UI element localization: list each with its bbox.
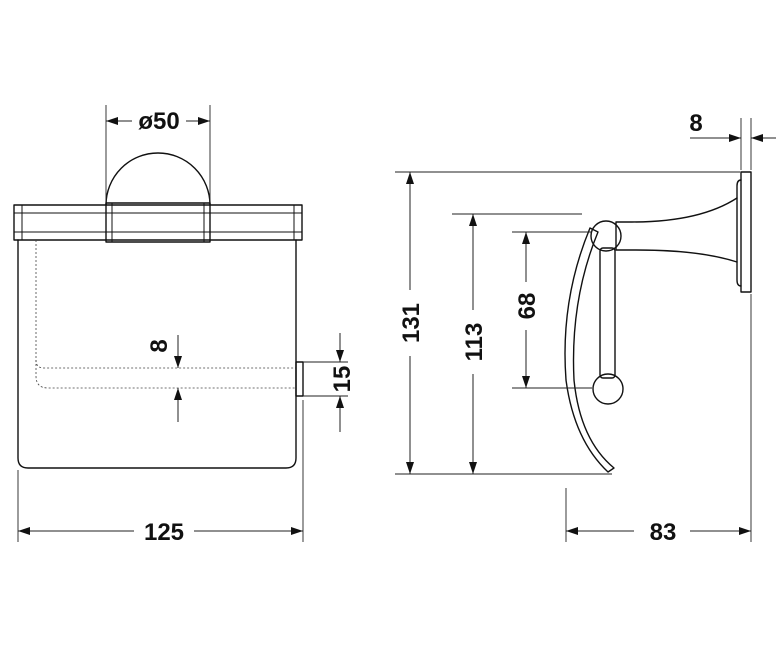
cover-plate (17, 239, 297, 469)
rosette-dome (105, 152, 211, 206)
dim-label-pin-gap: 8 (146, 339, 173, 352)
holder-arm (615, 197, 738, 263)
holder-top-bar (13, 204, 303, 241)
center-hub (105, 202, 211, 243)
dim-label-projection: 83 (650, 519, 677, 546)
curved-cover (564, 227, 615, 473)
top-knob (590, 220, 622, 252)
dim-label-wall-thickness: 8 (689, 110, 702, 137)
dim-label-diameter: ø50 (138, 108, 179, 135)
vertical-pin (599, 247, 616, 379)
front-view (13, 152, 304, 469)
side-pin (295, 361, 304, 397)
side-view (564, 171, 752, 473)
dim-label-width: 125 (144, 519, 184, 546)
dim-label-roll-span: 68 (514, 293, 541, 320)
wall-flange (740, 171, 752, 293)
bottom-knob (592, 373, 624, 405)
dim-label-overall-height: 131 (398, 303, 425, 343)
dim-label-pin-height: 15 (329, 366, 356, 393)
dim-label-cover-height: 113 (461, 323, 488, 362)
dimension-lines (17, 105, 776, 542)
